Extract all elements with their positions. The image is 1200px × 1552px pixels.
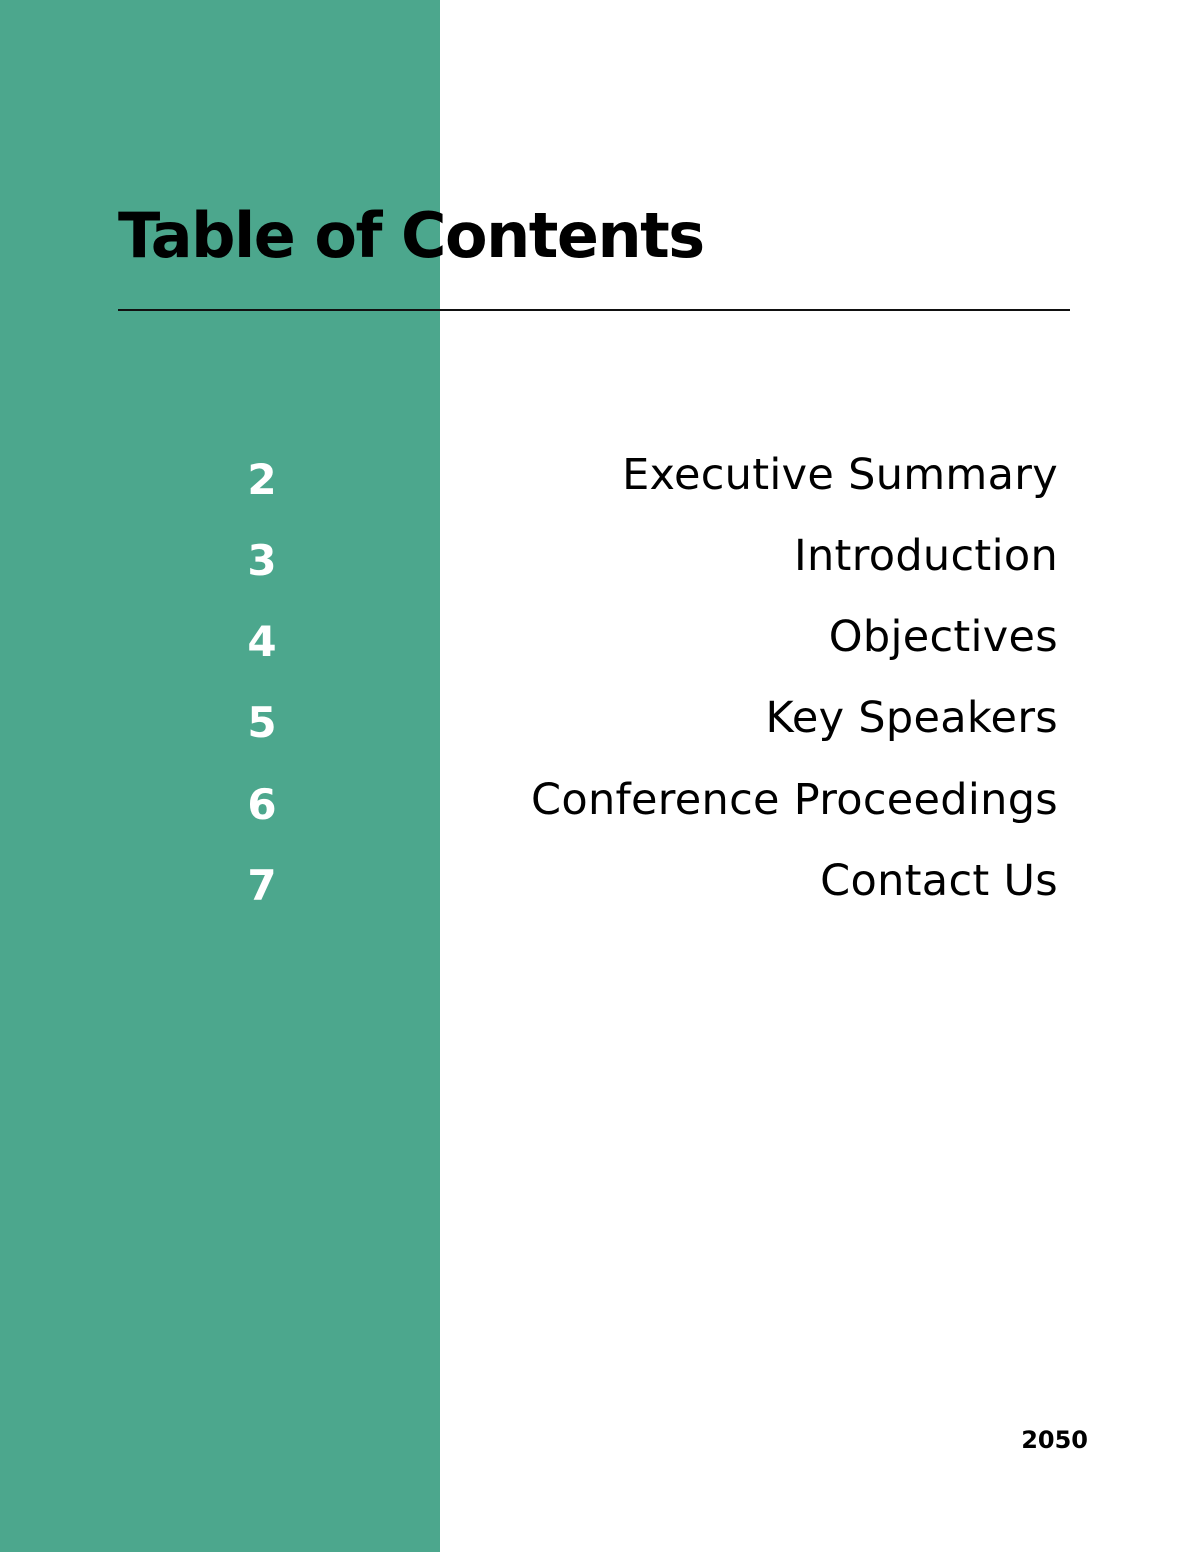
toc-entry-label[interactable]: Executive Summary: [622, 450, 1058, 500]
toc-page-number: 3: [247, 536, 277, 585]
toc-entry-label[interactable]: Contact Us: [820, 856, 1058, 906]
toc-page-number: 4: [247, 617, 277, 666]
title-divider: [118, 309, 1070, 311]
toc-page-number: 7: [247, 861, 277, 910]
toc-entry-label[interactable]: Introduction: [794, 531, 1058, 581]
page-title: Table of Contents: [118, 199, 705, 272]
toc-page-number: 2: [247, 455, 277, 504]
toc-entry-label[interactable]: Conference Proceedings: [531, 775, 1058, 825]
footer-year: 2050: [1021, 1426, 1088, 1454]
toc-page-number: 6: [247, 780, 277, 829]
toc-entry-label[interactable]: Key Speakers: [765, 693, 1058, 743]
toc-page-number: 5: [247, 698, 277, 747]
accent-panel: [0, 0, 440, 1552]
toc-entry-label[interactable]: Objectives: [828, 612, 1058, 662]
